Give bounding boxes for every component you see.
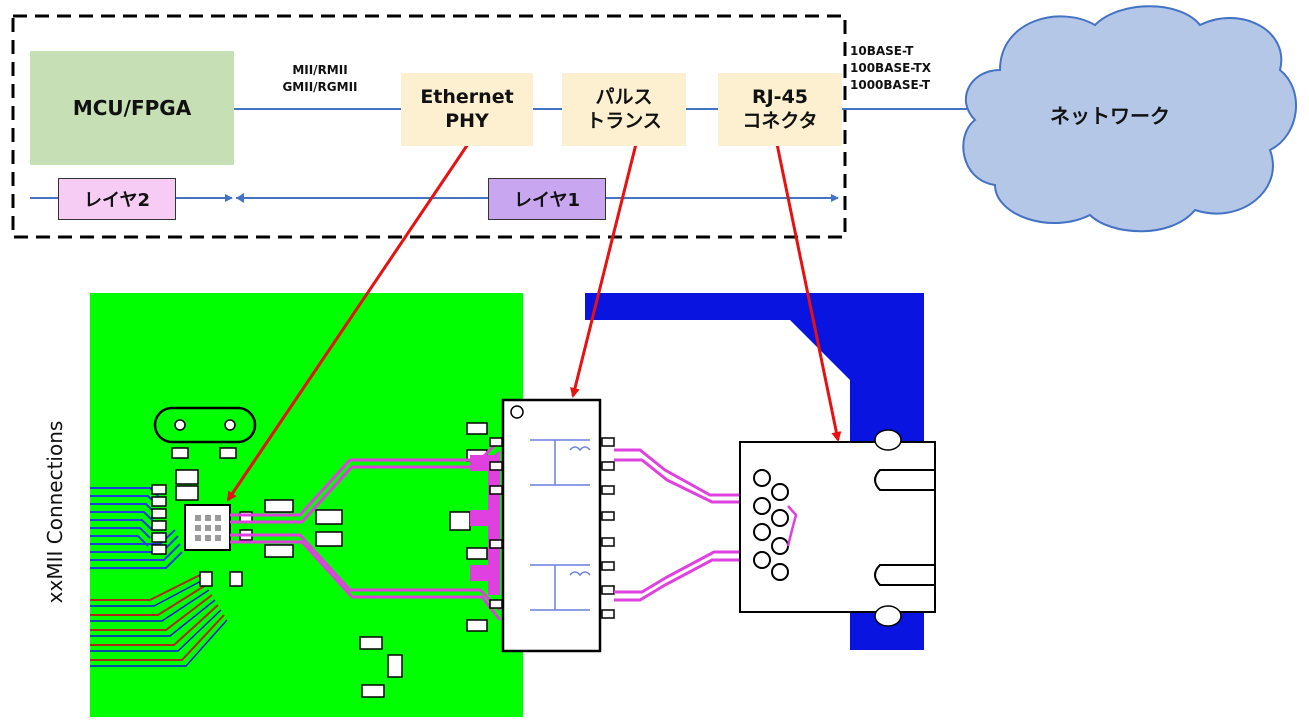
speed-1000base: 1000BASE-T xyxy=(850,78,931,92)
phy-chip xyxy=(184,504,231,551)
rj45-label-line2: コネクタ xyxy=(742,109,818,132)
rj45-pointer-arrow xyxy=(775,143,842,442)
pulse-label-line2: トランス xyxy=(586,109,662,132)
layer2-label: レイヤ2 xyxy=(58,178,176,220)
rj45-label-line1: RJ-45 xyxy=(751,85,809,108)
pulse-label-line1: パルス xyxy=(595,85,653,108)
speed-100base: 100BASE-TX xyxy=(850,61,931,75)
pulse-transformer xyxy=(501,398,602,653)
pulse-transformer-block: パルス トランス xyxy=(562,73,686,146)
rj45-connector-block: RJ-45 コネクタ xyxy=(718,73,842,146)
xxmii-connections-label: xxMII Connections xyxy=(43,420,67,604)
layer1-label: レイヤ1 xyxy=(488,178,606,220)
pulse-pointer-arrow xyxy=(570,143,638,398)
interface-label-line2: GMII/RGMII xyxy=(282,80,358,94)
interface-label-line1: MII/RMII xyxy=(292,63,348,77)
phy-label-line2: PHY xyxy=(445,109,489,132)
network-label: ネットワーク xyxy=(1050,104,1170,128)
speed-label: 10BASE-T 100BASE-TX 1000BASE-T xyxy=(850,43,931,94)
mcu-fpga-block: MCU/FPGA xyxy=(30,51,234,165)
network-cloud xyxy=(962,5,1297,233)
phy-pointer-arrow xyxy=(226,143,470,502)
mcu-fpga-label: MCU/FPGA xyxy=(72,95,192,120)
phy-label-line1: Ethernet xyxy=(420,85,514,108)
speed-10base: 10BASE-T xyxy=(850,44,914,58)
interface-label: MII/RMII GMII/RGMII xyxy=(250,62,390,96)
crystal xyxy=(153,406,257,444)
ethernet-phy-block: Ethernet PHY xyxy=(401,73,533,146)
